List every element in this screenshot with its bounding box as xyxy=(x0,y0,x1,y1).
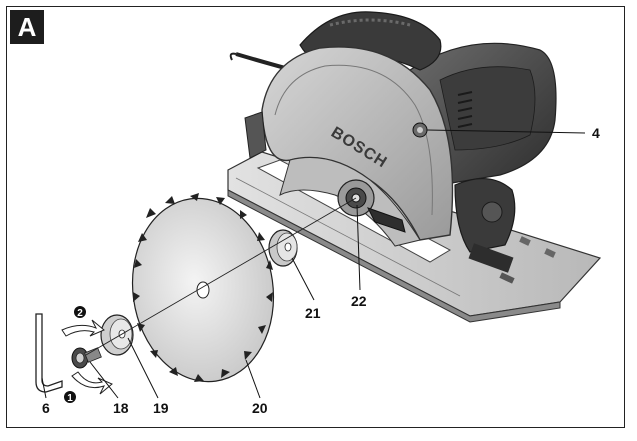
callout-21: 21 xyxy=(305,305,321,321)
step-1-number: 1 xyxy=(67,393,73,404)
leader-21 xyxy=(291,257,315,301)
spindle-area xyxy=(337,179,406,233)
step-2-number: 2 xyxy=(77,308,83,319)
spindle-lock-button xyxy=(412,122,428,138)
step-1-badge xyxy=(64,391,76,403)
depth-adjust-mechanism xyxy=(454,177,516,273)
step-2-badge xyxy=(74,306,86,318)
leader-4 xyxy=(426,129,586,134)
leader-20 xyxy=(245,359,261,399)
diagram-frame xyxy=(6,6,625,428)
leader-22 xyxy=(356,204,361,291)
clamping-flange xyxy=(100,314,134,356)
leader-19 xyxy=(127,337,159,399)
leader-lines xyxy=(41,129,586,399)
hex-key xyxy=(35,313,63,393)
step-2-arrow: 2 xyxy=(61,306,105,337)
assembly-axis-line xyxy=(85,197,357,356)
clamping-screw xyxy=(71,347,102,369)
panel-label: A xyxy=(10,10,44,44)
step-1-arrow: 1 xyxy=(64,371,113,404)
leader-18 xyxy=(89,361,119,399)
callout-4: 4 xyxy=(592,125,600,141)
leader-6 xyxy=(41,377,47,399)
callout-18: 18 xyxy=(113,400,129,416)
callout-6: 6 xyxy=(42,400,50,416)
callout-19: 19 xyxy=(153,400,169,416)
callout-22: 22 xyxy=(351,293,367,309)
mounting-flange xyxy=(268,229,298,267)
callout-20: 20 xyxy=(252,400,268,416)
saw-blade xyxy=(131,193,275,383)
